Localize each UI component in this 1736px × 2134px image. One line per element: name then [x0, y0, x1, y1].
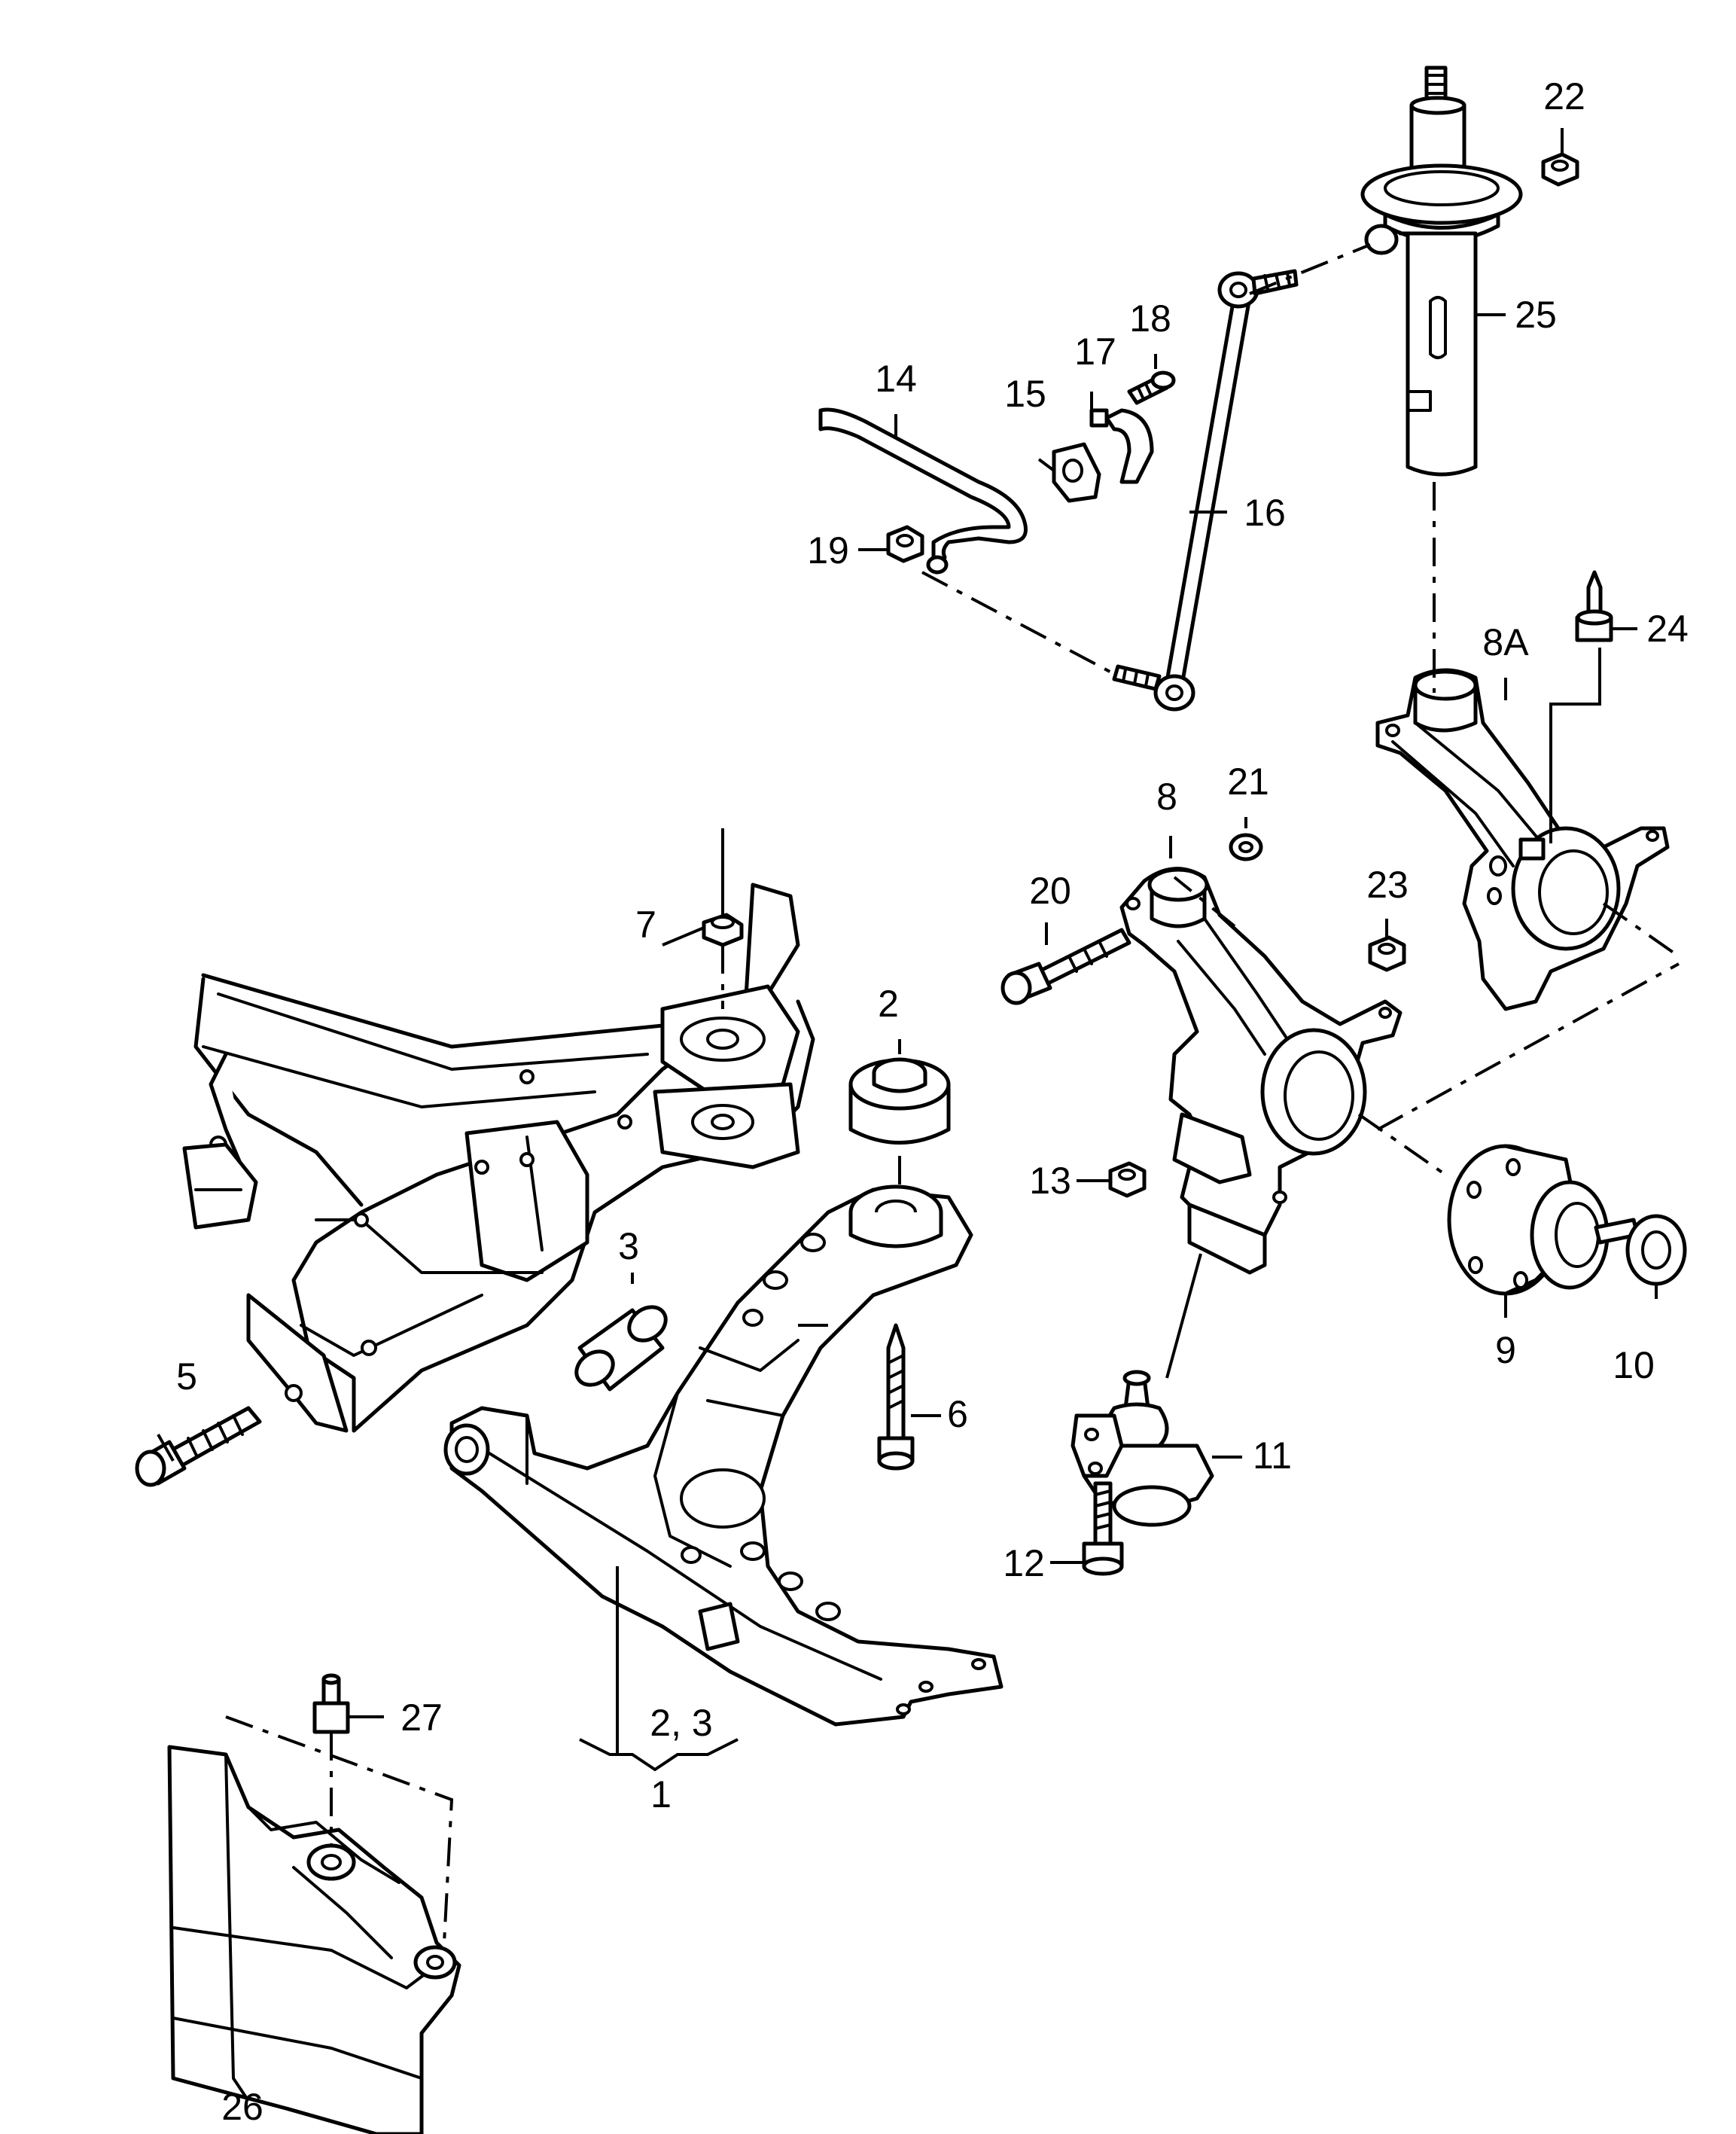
bushing-15 [1052, 442, 1101, 503]
callout-6: 6 [947, 1393, 968, 1435]
nut-7 [702, 913, 744, 947]
callout-23: 23 [1366, 864, 1409, 906]
callout-12: 12 [1003, 1542, 1045, 1584]
subframe [182, 883, 815, 1433]
bushing-3 [574, 1305, 668, 1392]
control-arm [443, 1184, 1004, 1727]
bolt-20 [1000, 928, 1131, 1005]
callout-9: 9 [1495, 1329, 1516, 1371]
bolt-10 [1594, 1214, 1687, 1286]
bolt-12 [1082, 1481, 1124, 1576]
callout-8: 8 [1156, 776, 1177, 818]
callout-21: 21 [1227, 761, 1269, 803]
callout-leaders [157, 128, 1658, 2102]
callout-3: 3 [618, 1225, 639, 1267]
assembly-lines [225, 243, 1680, 1943]
clamp-17 [1089, 408, 1154, 484]
wheel-bearing-housing-8A [1375, 668, 1670, 1011]
nut-22 [1541, 152, 1579, 187]
strut-25 [1360, 66, 1523, 477]
ball-joint-11 [1071, 1370, 1214, 1527]
callout-2-3: 2, 3 [650, 1702, 712, 1744]
callout-14: 14 [875, 358, 917, 400]
callout-26: 26 [221, 2086, 263, 2128]
callout-16: 16 [1244, 492, 1286, 534]
bolt-18 [1127, 370, 1176, 405]
callout-19: 19 [807, 529, 849, 572]
callout-24: 24 [1646, 608, 1689, 650]
callout-27: 27 [400, 1697, 443, 1739]
nut-23 [1368, 935, 1406, 972]
bolt-27 [312, 1673, 350, 1734]
callout-20: 20 [1029, 870, 1071, 912]
callout-22: 22 [1543, 75, 1585, 117]
bushing-2 [848, 1057, 951, 1145]
callout-7: 7 [635, 904, 656, 946]
nut-19 [886, 525, 924, 563]
bolt-24 [1575, 570, 1613, 642]
callout-25: 25 [1515, 294, 1557, 336]
callout-2: 2 [878, 983, 899, 1025]
callout-18: 18 [1129, 297, 1171, 340]
underbody-panel-26 [167, 1745, 461, 2134]
nut-13 [1108, 1161, 1147, 1198]
nut-21 [1229, 833, 1263, 861]
callout-5: 5 [176, 1355, 197, 1398]
bolt-6 [877, 1323, 915, 1471]
callout-8A: 8A [1482, 621, 1529, 663]
wheel-bearing-housing-8 [1119, 867, 1403, 1275]
callout-15: 15 [1004, 373, 1046, 415]
callout-13: 13 [1029, 1160, 1071, 1202]
callout-labels: 1 2 3 2, 3 5 6 7 8 8A 9 10 11 12 13 14 1… [176, 75, 1689, 2128]
callout-17: 17 [1074, 331, 1116, 373]
bolt-5 [135, 1406, 262, 1487]
wheel-hub-9 [1447, 1144, 1610, 1296]
stabilizer-bar [818, 407, 1028, 575]
callout-1: 1 [650, 1773, 672, 1815]
callout-11: 11 [1253, 1434, 1292, 1477]
callout-10: 10 [1613, 1344, 1655, 1386]
